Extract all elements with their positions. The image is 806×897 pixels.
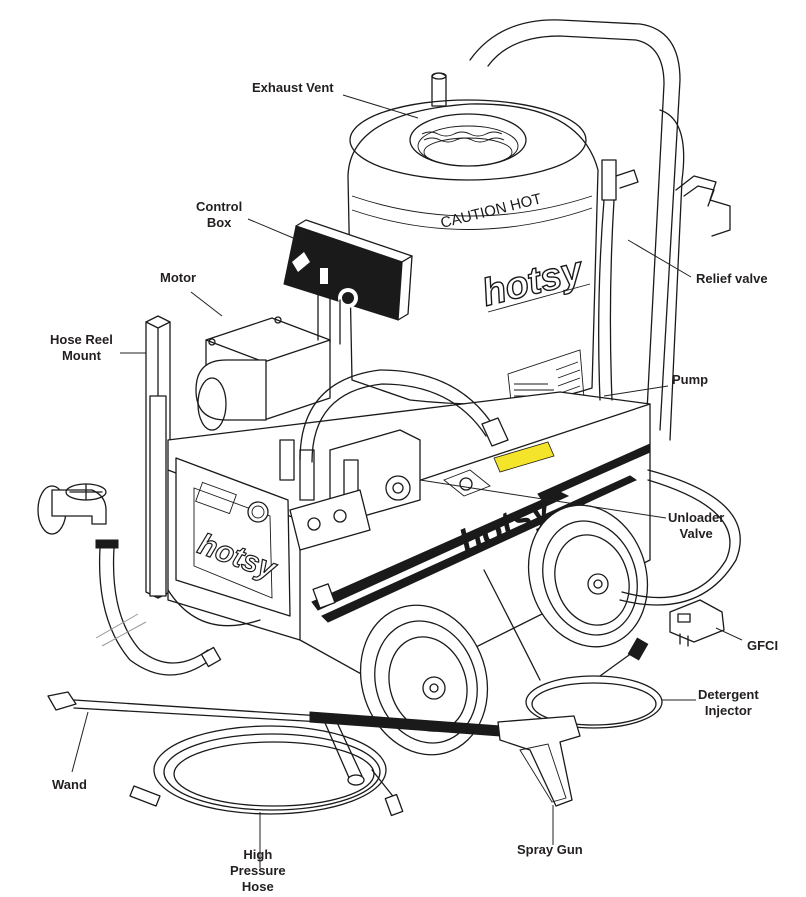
motor <box>195 316 331 431</box>
rear-wheel <box>527 504 649 648</box>
label-spray-gun: Spray Gun <box>517 842 583 857</box>
label-high-pressure-hose: High Pressure Hose <box>230 847 286 894</box>
pump-assembly <box>247 429 421 609</box>
label-pump: Pump <box>672 372 709 387</box>
high-pressure-hose <box>129 725 404 817</box>
detergent-hose <box>483 569 663 729</box>
label-gfci: GFCI <box>747 638 779 653</box>
water-spigot <box>37 483 222 676</box>
label-hose-reel-mount: Hose Reel Mount <box>50 332 113 363</box>
leader-lines <box>71 94 743 868</box>
hose-reel-post <box>145 315 171 599</box>
label-control-box: Control Box <box>196 199 243 230</box>
exhaust-stub <box>431 72 447 107</box>
burner-drum: CAUTION HOT hotsy <box>347 99 599 411</box>
label-relief-valve: Relief valve <box>696 271 768 286</box>
relief-valve <box>598 159 639 401</box>
label-wand: Wand <box>52 777 87 792</box>
label-motor: Motor <box>160 270 197 285</box>
spray-gun <box>309 711 581 807</box>
back-left-wheel <box>167 589 261 627</box>
supply-hose <box>299 369 509 463</box>
warning-label <box>493 441 555 473</box>
power-cord <box>619 469 741 647</box>
handle-frame <box>469 19 731 441</box>
label-exhaust-vent: Exhaust Vent <box>252 80 334 95</box>
label-detergent-injector: Detergent Injector <box>698 687 759 718</box>
label-unloader-valve: Unloader Valve <box>668 510 725 541</box>
wand <box>47 691 365 786</box>
control-box <box>283 219 413 345</box>
